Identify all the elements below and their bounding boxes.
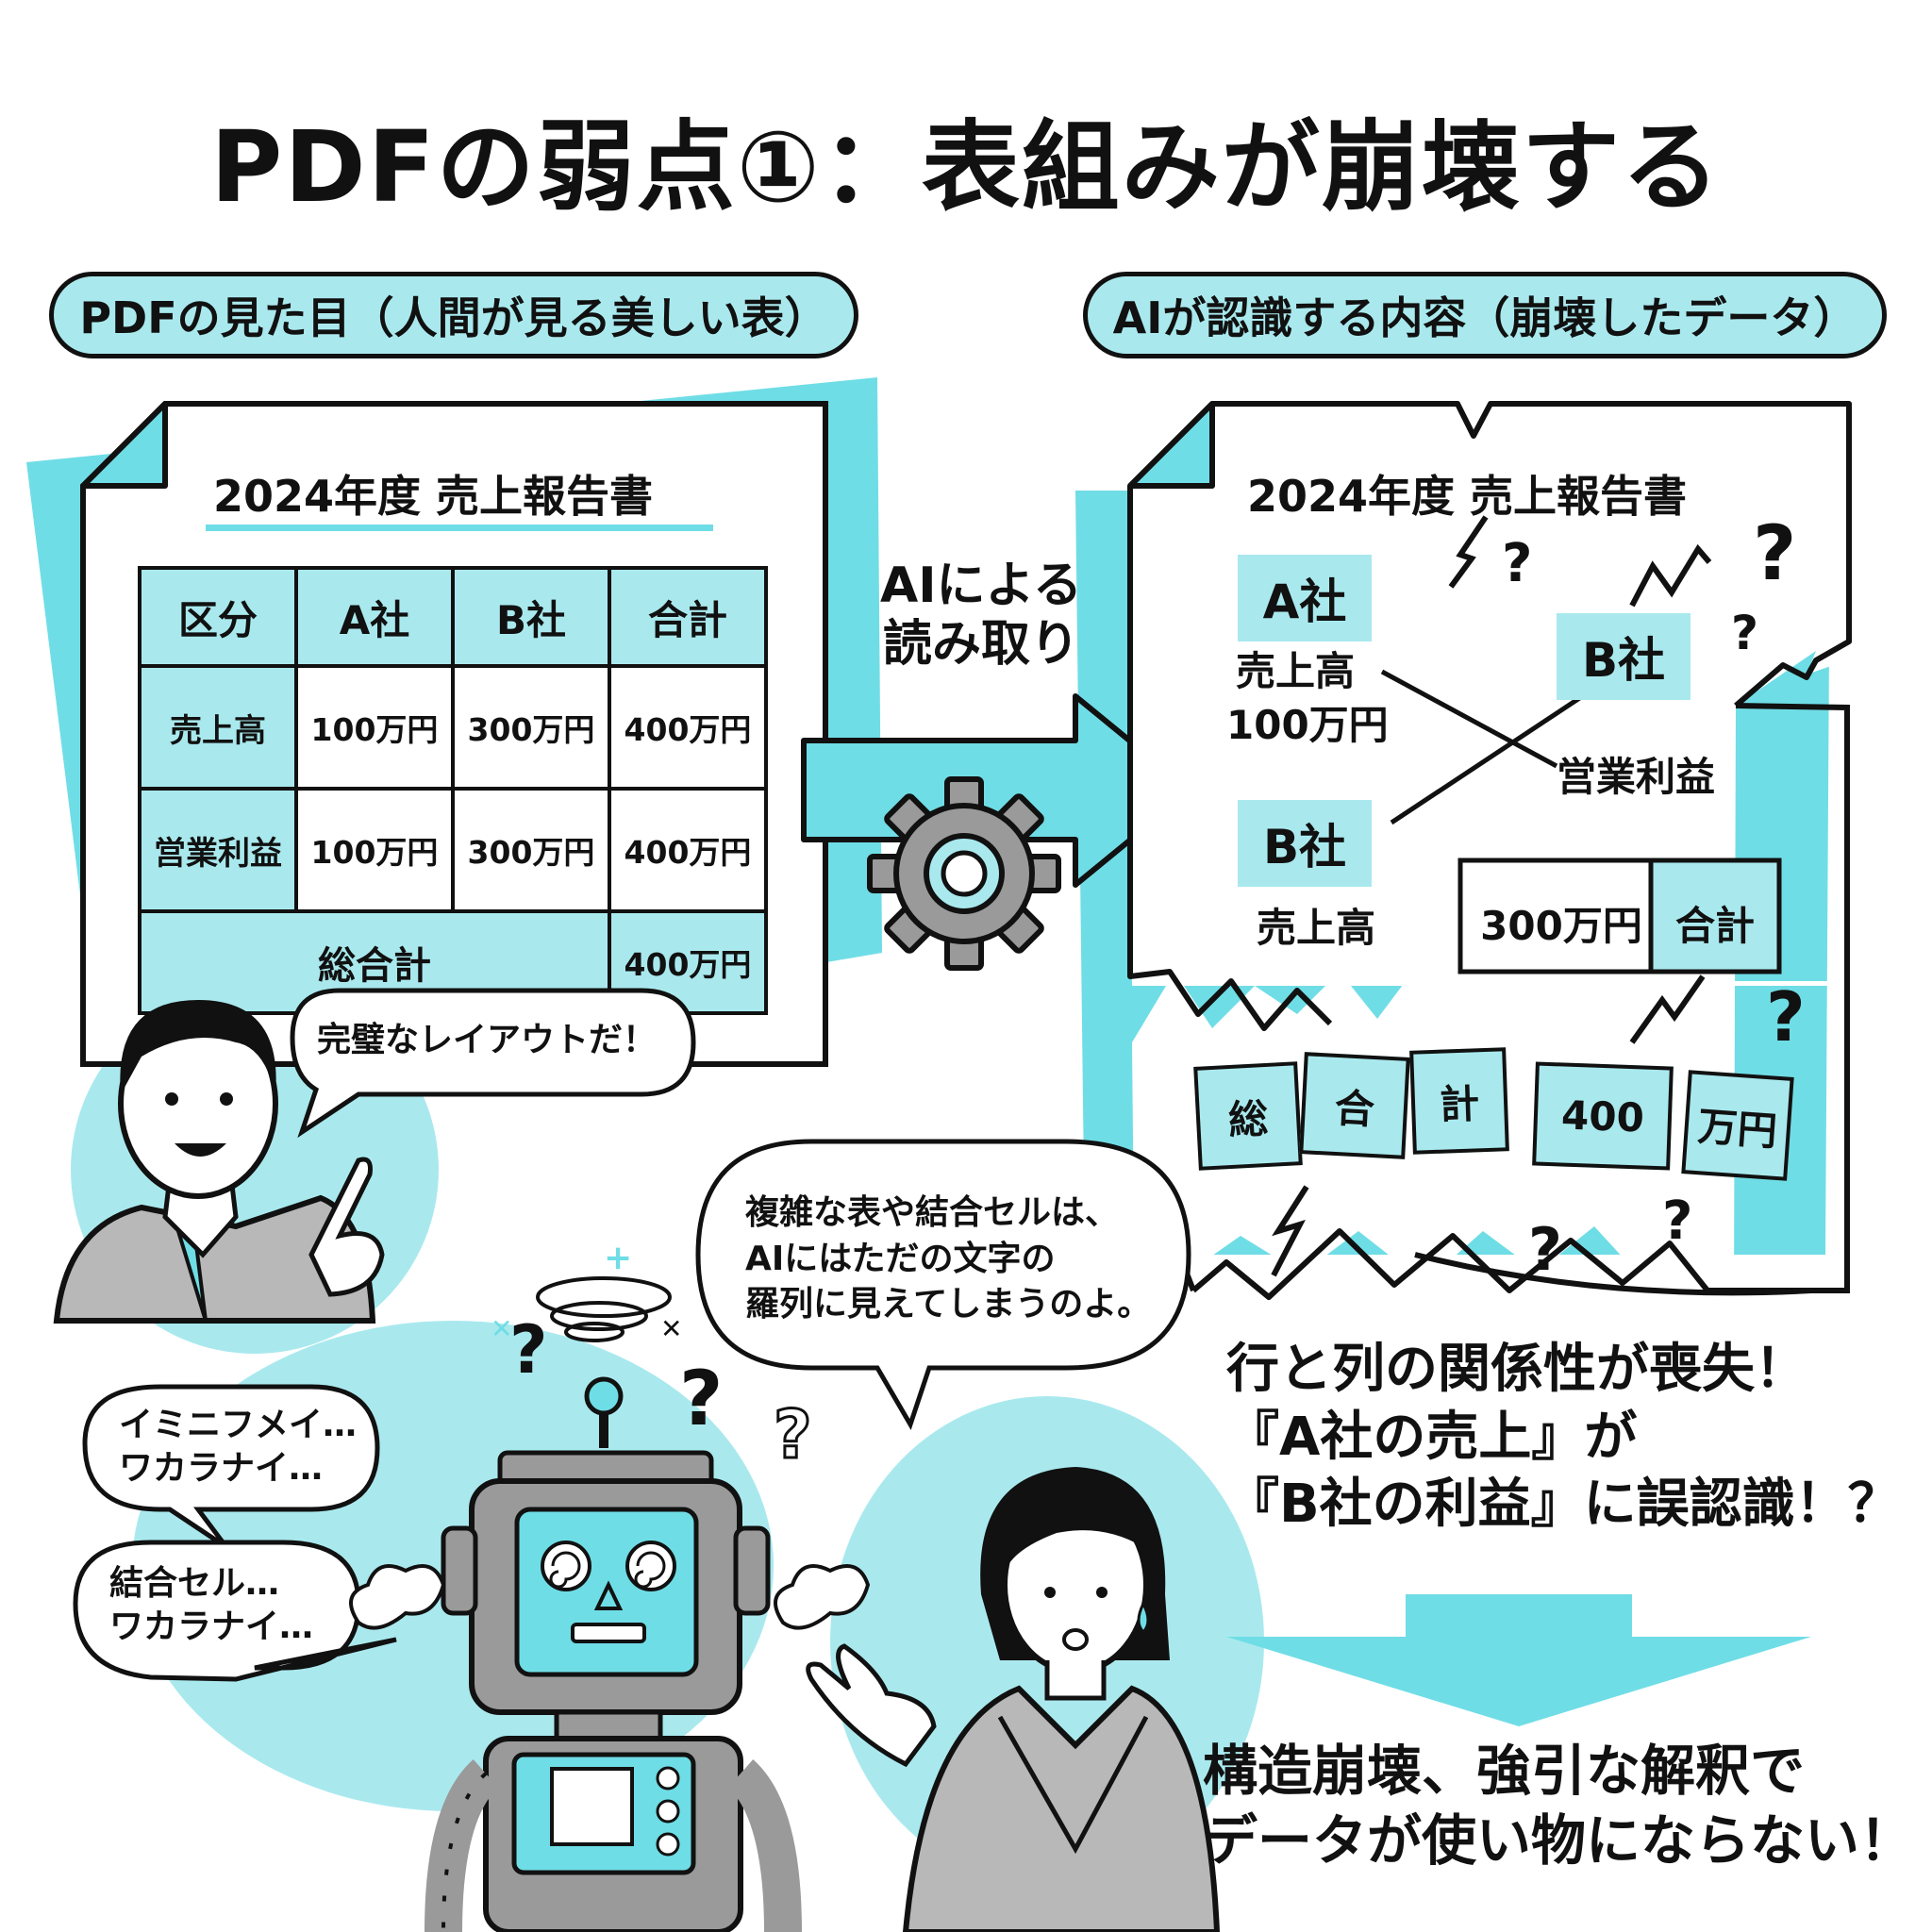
table-cell: 300万円 [451,787,611,913]
question-mark-icon: ? [1502,533,1533,594]
row-label-profit: 営業利益 [138,787,298,913]
crack-icon [1629,543,1712,608]
question-mark-icon: ? [1753,509,1797,597]
dizzy-eye-icon [541,1541,591,1591]
table-cell: 400万円 [608,787,768,913]
woman-speech-line3: 羅列に見えてしまうのよ。 [745,1285,1152,1324]
conclusion-line2: 『A社の売上』が [1226,1406,1638,1468]
table-cell: 100万円 [294,664,455,791]
folded-corner-icon [80,401,168,489]
grand-total-value: 400万円 [608,909,768,1015]
result-block: 構造崩壊、強引な解釈で データが使い物にならない！ [1203,1736,1914,1875]
sparkle-icon: ✕ [491,1313,512,1344]
header-total: 合計 [608,566,768,668]
sweat-drop-icon [1137,1600,1150,1635]
woman-speech-line2: AIにはただの文字の [745,1239,1056,1278]
sparkle-icon: ✕ [660,1313,682,1344]
chip-company-b-bottom: B社 [1238,800,1372,887]
question-mark-icon: ? [1662,1191,1693,1252]
result-line1: 構造崩壊、強引な解釈で [1203,1739,1806,1803]
question-mark-icon: ? [1731,606,1759,660]
right-panel-label: AIが認識する内容（崩壊したデータ） [1083,272,1887,358]
mislink-line [1390,689,1591,825]
table-cell: 400万円 [608,664,768,791]
question-mark-icon: ? [509,1311,548,1389]
title-underline [206,525,713,531]
robot-speech-1-line1: イミニフメイ… [119,1406,358,1444]
conclusion-line3: 『B社の利益』に誤認識！？ [1226,1474,1901,1536]
robot-speech-2: 結合セル… ワカラナイ… [109,1562,313,1649]
right-doc-title: 2024年度 売上報告書 [1247,471,1688,522]
robot-speech-2-line2: ワカラナイ… [109,1607,314,1647]
text-operating-profit: 営業利益 [1557,754,1716,800]
robot-illustration: ? ? ? [349,1276,871,1932]
robot-speech-2-line1: 結合セル… [109,1564,280,1603]
mixed-cell-label [1648,858,1782,974]
woman-illustration [806,1467,1221,1932]
down-arrow-icon [1226,1594,1811,1726]
question-mark-icon: ? [774,1396,812,1474]
question-mark-icon: ? [679,1355,723,1442]
robot-speech-1: イミニフメイ… ワカラナイ… [119,1404,357,1491]
text-sales-a: 売上高 [1236,648,1356,694]
man-illustration [53,1000,385,1324]
arrow-label: AIによる 読み取り [877,557,1085,675]
header-company-b: B社 [451,566,611,668]
conclusion-line1: 行と列の関係性が喪失！ [1226,1339,1807,1400]
box-label: 合計 [1674,903,1755,949]
conclusion-block: 行と列の関係性が喪失！ 『A社の売上』が 『B社の利益』に誤認識！？ [1226,1336,1901,1539]
woman-speech-text: 複雑な表や結合セルは、 AIにはただの文字の 羅列に見えてしまうのよ。 [745,1191,1151,1328]
question-mark-icon: ? [1766,977,1806,1057]
row-label-sales: 売上高 [138,664,298,791]
steam-puff-icon [774,1564,871,1630]
arrow-label-line1: AIによる [879,558,1083,614]
table-row: 売上高 100万円 300万円 400万円 [138,664,768,791]
chip-company-a: A社 [1238,555,1372,641]
crack-icon [1448,515,1489,589]
pointing-hand-icon [308,1157,385,1297]
text-sales-a-value: 100万円 [1226,702,1389,748]
header-category: 区分 [138,566,298,668]
left-doc-title: 2024年度 売上報告書 [213,471,654,522]
man-speech-bubble [290,988,696,1139]
table-cell: 300万円 [451,664,611,791]
table-cell: 100万円 [294,787,455,913]
open-hand-icon [806,1643,937,1768]
crack-icon [1271,1185,1309,1277]
sparkle-icon: + [604,1239,632,1277]
left-panel-label: PDFの見た目（人間が見る美しい表） [49,272,858,358]
mislink-line [1380,669,1558,769]
text-sales-b: 売上高 [1257,905,1376,951]
result-line2: データが使い物にならない！ [1203,1808,1915,1874]
sales-table: 区分 A社 B社 合計 売上高 100万円 300万円 400万円 営業利益 1… [138,566,768,1015]
dizzy-swirl-icon [536,1276,672,1318]
table-row: 営業利益 100万円 300万円 400万円 [138,787,768,913]
folded-corner-icon [1127,401,1215,489]
crack-icon [1629,974,1706,1044]
robot-speech-1-line2: ワカラナイ… [119,1449,324,1489]
page-title: PDFの弱点①：表組みが崩壊する [210,109,1722,225]
dizzy-eye-icon [625,1541,676,1591]
man-speech-text: 完璧なレイアウトだ！ [317,1021,658,1059]
arrow-label-line2: 読み取り [882,616,1079,674]
chip-company-b-top: B社 [1557,613,1690,700]
robot-speech-bubble-1 [82,1384,380,1550]
woman-speech-bubble [695,1139,1191,1431]
box-value: 300万円 [1480,903,1642,949]
steam-puff-icon [349,1564,446,1630]
header-company-a: A社 [294,566,455,668]
question-mark-icon: ? [1528,1215,1562,1284]
woman-speech-line1: 複雑な表や結合セルは、 [745,1193,1120,1232]
